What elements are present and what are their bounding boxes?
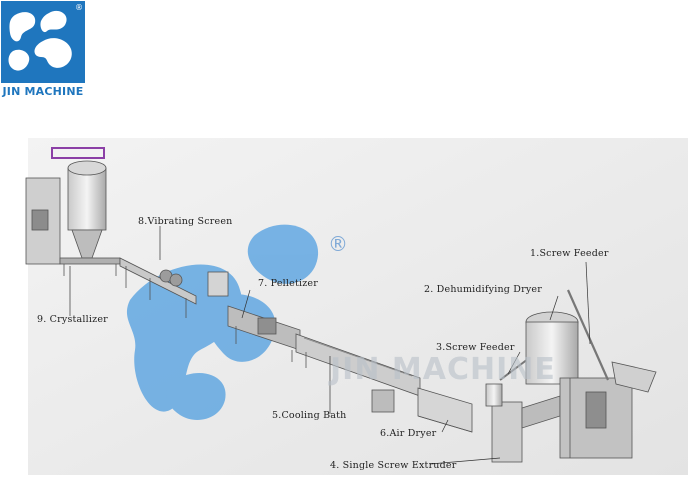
label-pelletizer: 7. Pelletizer — [258, 278, 318, 289]
label-screw-feeder-1: 1.Screw Feeder — [530, 248, 609, 259]
label-dehumidifying-dryer: 2. Dehumidifying Dryer — [424, 284, 542, 295]
label-cooling-bath: 5.Cooling Bath — [272, 410, 346, 421]
label-crystallizer: 9. Crystallizer — [37, 314, 108, 325]
label-single-screw-extruder: 4. Single Screw Extruder — [330, 460, 456, 471]
label-screw-feeder-3: 3.Screw Feeder — [436, 342, 515, 353]
watermark-registered-mark: ® — [328, 232, 348, 256]
label-air-dryer: 6.Air Dryer — [380, 428, 436, 439]
label-vibrating-screen: 8.Vibrating Screen — [138, 216, 233, 227]
watermark-text: JIN MACHINE — [330, 352, 556, 387]
